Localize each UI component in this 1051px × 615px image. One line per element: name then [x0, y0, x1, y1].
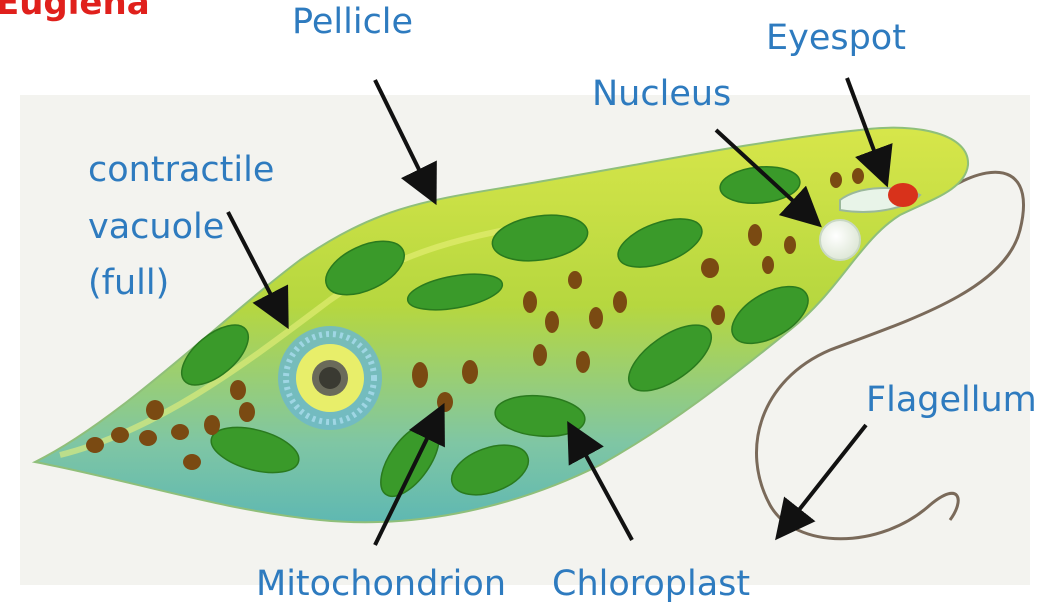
title-fragment: Euglena	[0, 0, 150, 20]
contractile-vacuole	[278, 326, 382, 430]
label-flagellum: Flagellum	[866, 380, 1037, 420]
label-contractile-line-2: vacuole	[88, 199, 274, 256]
label-chloroplast: Chloroplast	[552, 564, 750, 604]
eyespot	[888, 183, 918, 207]
label-pellicle: Pellicle	[292, 2, 413, 42]
label-nucleus: Nucleus	[592, 74, 731, 114]
label-contractile-vacuole: contractile vacuole (full)	[88, 142, 274, 312]
label-eyespot: Eyespot	[766, 18, 906, 58]
nucleus	[820, 220, 860, 260]
label-contractile-line-1: contractile	[88, 142, 274, 199]
label-mitochondrion: Mitochondrion	[256, 564, 506, 604]
label-contractile-line-3: (full)	[88, 255, 274, 312]
